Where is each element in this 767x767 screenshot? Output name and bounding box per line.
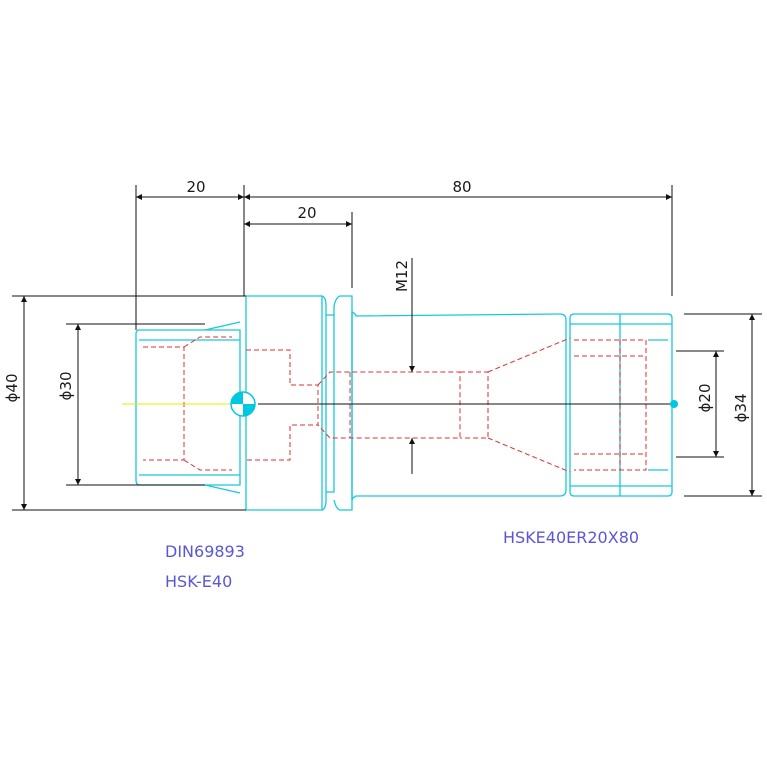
dim-dia-30: ϕ30: [57, 372, 75, 401]
dim-20-top: 20: [186, 178, 205, 196]
end-point-icon: [670, 400, 678, 408]
label-standard: DIN69893: [165, 542, 245, 561]
part-outline: [135, 295, 673, 511]
dim-20-second: 20: [297, 204, 316, 222]
dim-m12: M12: [393, 260, 411, 292]
label-part-number: HSKE40ER20X80: [503, 528, 639, 547]
dimension-lines: [12, 185, 762, 511]
dim-dia-34: ϕ34: [732, 394, 750, 423]
dim-80-top: 80: [452, 178, 471, 196]
label-taper: HSK-E40: [165, 572, 232, 591]
datum-symbol-icon: [230, 391, 256, 417]
dim-dia-40: ϕ40: [3, 374, 21, 403]
dim-dia-20: ϕ20: [696, 384, 714, 413]
